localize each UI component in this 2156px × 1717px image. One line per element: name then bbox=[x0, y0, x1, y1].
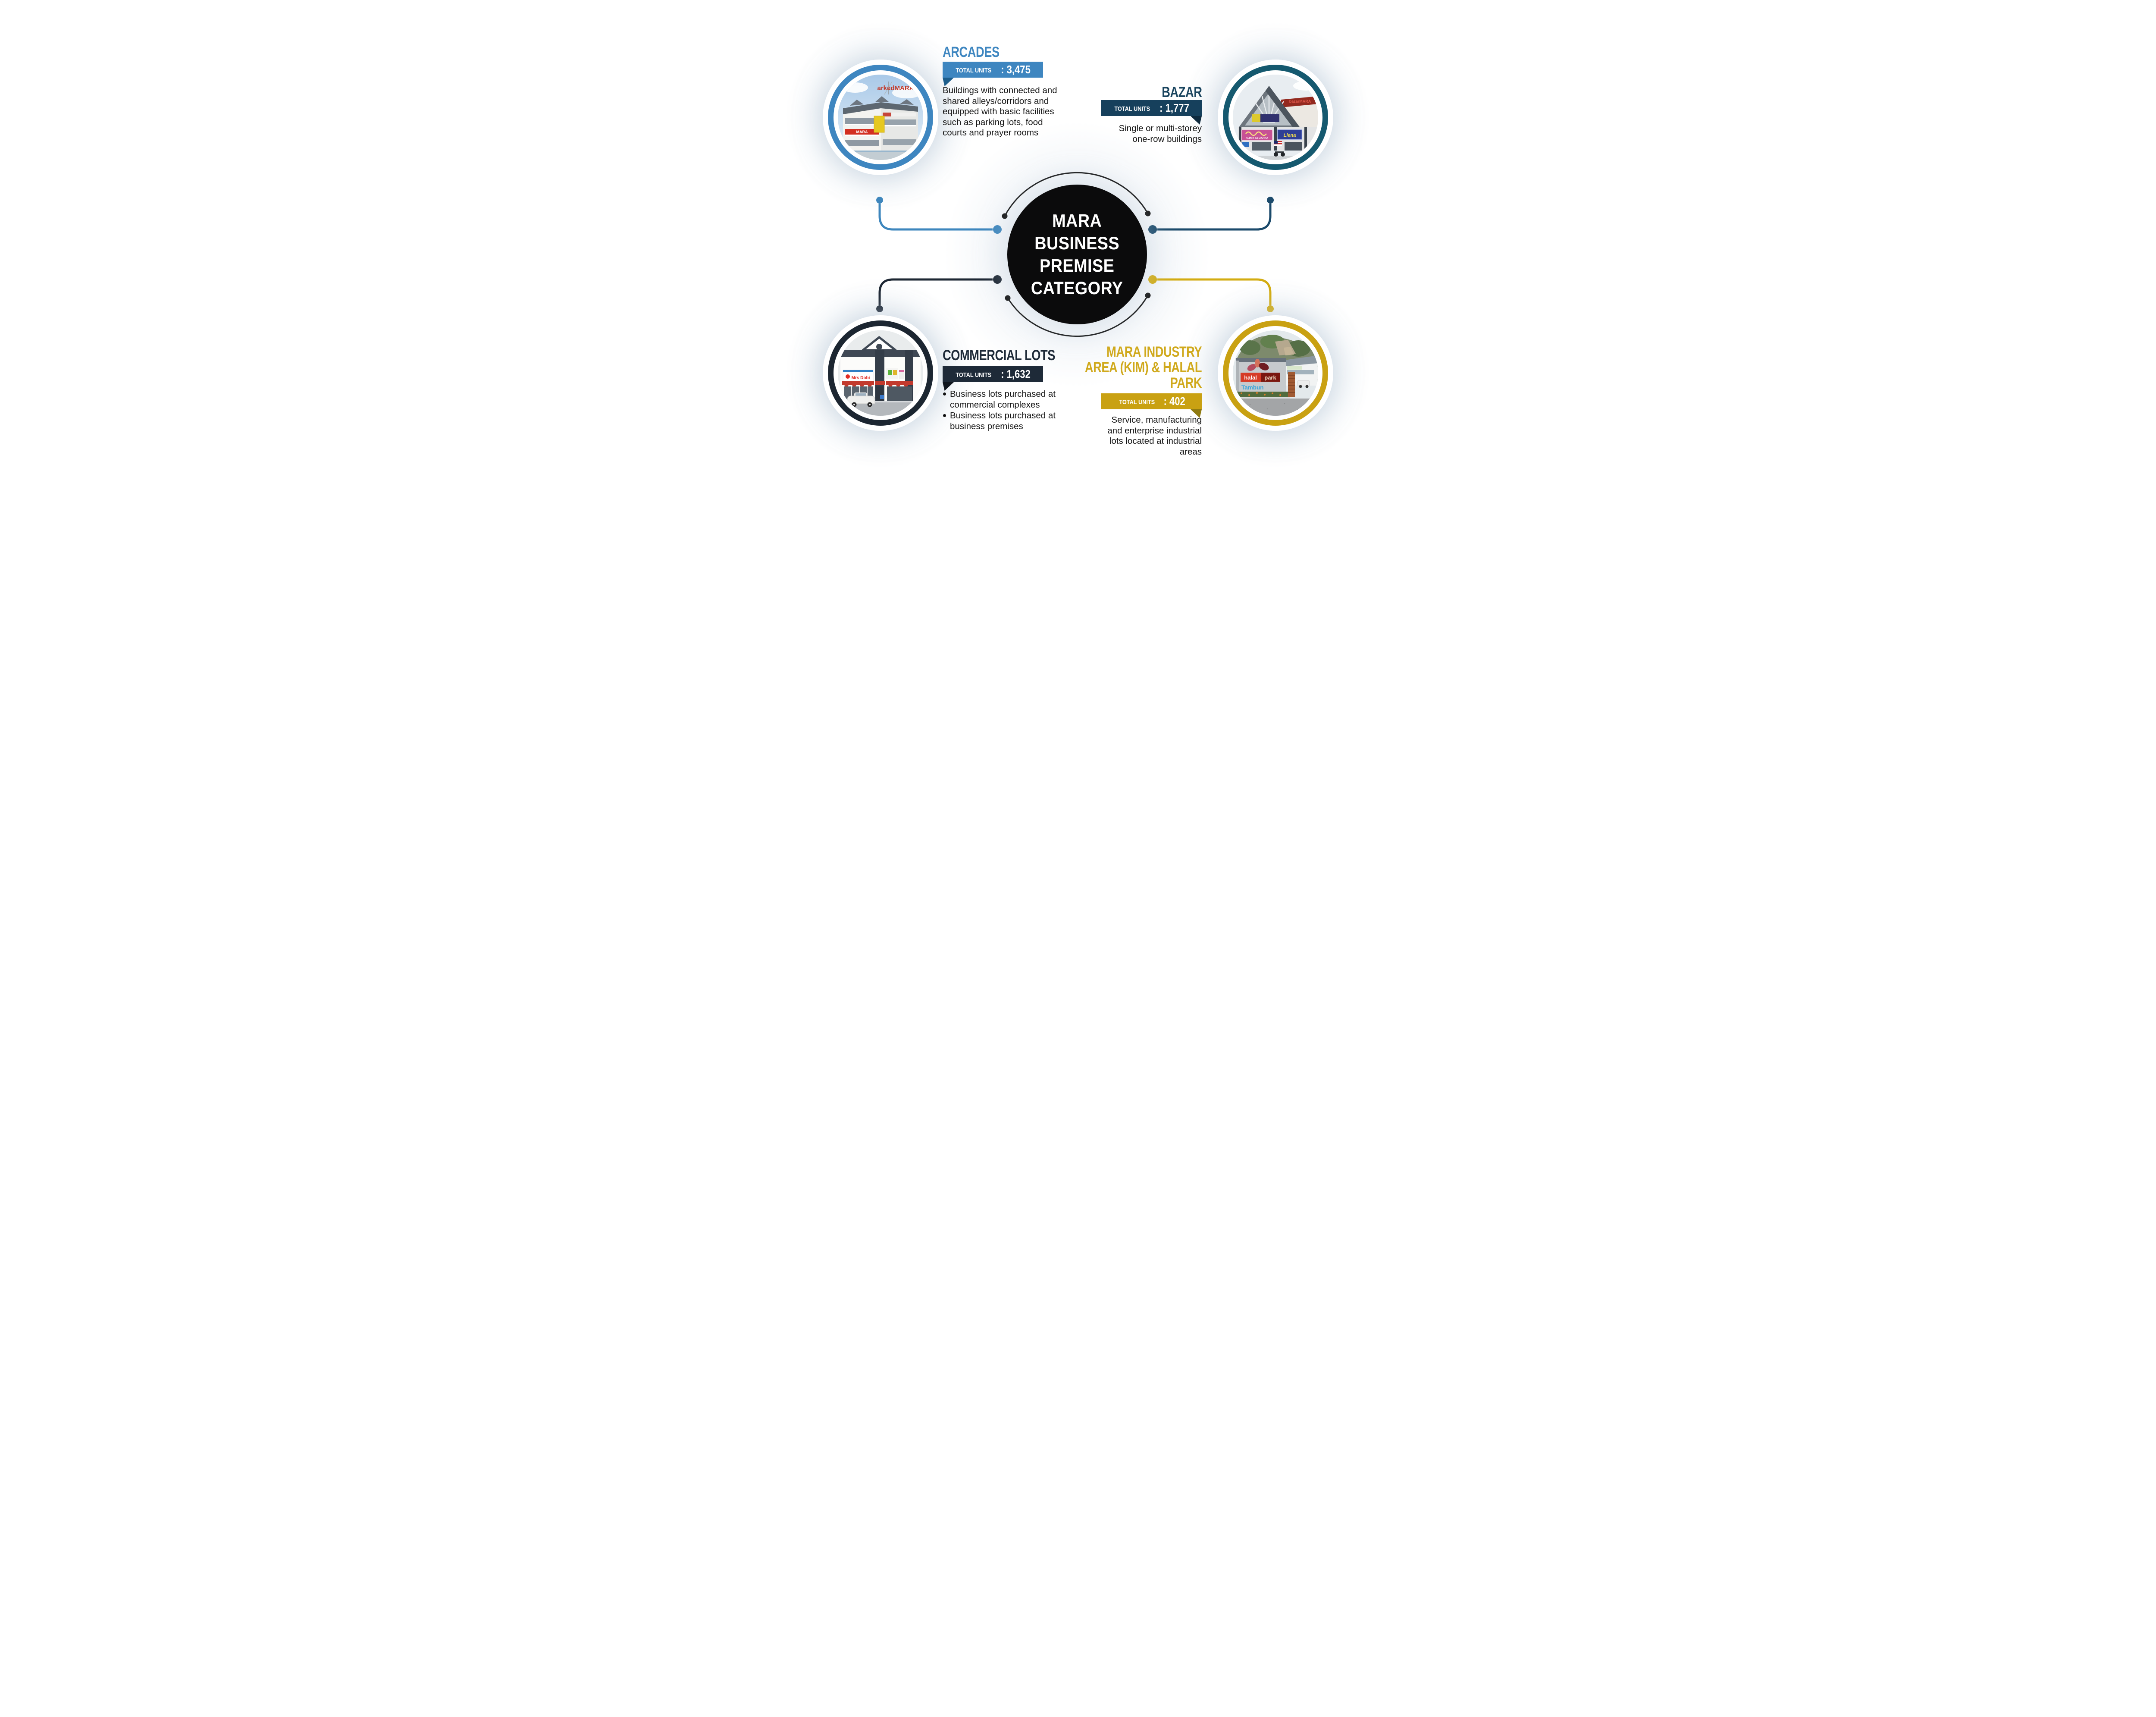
arcades-total-units-ribbon: TOTAL UNITS : 3,475 bbox=[943, 62, 1043, 78]
infographic-canvas: arkedMARA MARA bbox=[740, 0, 1416, 482]
connector-lines bbox=[876, 172, 1274, 337]
industry-total-units-value: : 402 bbox=[1163, 395, 1185, 408]
commercial-connector-end-dot bbox=[876, 305, 883, 312]
commercial-title: COMMERCIAL LOTS bbox=[943, 347, 1055, 364]
bazar-description: Single or multi-storey one-row buildings bbox=[1119, 123, 1202, 144]
arcades-title: ARCADES bbox=[943, 44, 1000, 60]
industry-connector-end-dot bbox=[1267, 305, 1274, 312]
arcades-photo-circle: arkedMARA MARA bbox=[828, 65, 933, 170]
arcades-description: Buildings with connected and shared alle… bbox=[943, 85, 1057, 138]
commercial-bullet-text: Business lots purchased at commercial co… bbox=[950, 389, 1056, 410]
commercial-connector-hub-dot bbox=[993, 275, 1002, 284]
industry-total-units-label: TOTAL UNITS bbox=[1119, 398, 1155, 406]
commercial-shop-sign-text: Mrs Dobi bbox=[852, 376, 870, 380]
arcades-connector-hub-dot bbox=[993, 225, 1002, 234]
bazar-total-units-ribbon: TOTAL UNITS : 1,777 bbox=[1101, 100, 1202, 116]
industry-total-units-ribbon: TOTAL UNITS : 402 bbox=[1101, 393, 1202, 409]
industry-description: Service, manufacturing and enterprise in… bbox=[1107, 415, 1202, 457]
bazar-total-units-label: TOTAL UNITS bbox=[1114, 105, 1150, 113]
arcades-photo-illustration: arkedMARA MARA bbox=[838, 75, 923, 160]
bazar-photo: bazarMARA KLINIK AZ-ZAHRA bbox=[1233, 75, 1318, 160]
arcades-band-sign-text: MARA bbox=[856, 130, 868, 134]
industry-connector bbox=[1157, 278, 1272, 305]
commercial-bullet-list: Business lots purchased at commercial co… bbox=[943, 389, 1085, 432]
commercial-total-units-label: TOTAL UNITS bbox=[956, 371, 991, 379]
bullet-dot bbox=[943, 414, 946, 417]
commercial-bullet-item: Business lots purchased at commercial co… bbox=[943, 389, 1085, 410]
commercial-photo-circle: Mrs Dobi bbox=[828, 320, 933, 426]
center-title: MARA BUSINESS PREMISE CATEGORY bbox=[1031, 210, 1123, 298]
top-arc-right-dot bbox=[1145, 210, 1151, 217]
bazar-total-units-value: : 1,777 bbox=[1159, 101, 1190, 114]
arcades-total-units-label: TOTAL UNITS bbox=[956, 66, 991, 74]
arcades-connector bbox=[878, 204, 993, 231]
bottom-arc-right-dot bbox=[1145, 292, 1151, 298]
commercial-photo-illustration: Mrs Dobi bbox=[838, 330, 923, 416]
tambun-sign-text: Tambun bbox=[1241, 384, 1264, 391]
park-sign-text: park bbox=[1264, 374, 1276, 381]
industry-photo: halal park Tambun bbox=[1233, 330, 1318, 416]
commercial-photo: Mrs Dobi bbox=[838, 330, 923, 416]
commercial-total-units-value: : 1,632 bbox=[1001, 367, 1031, 380]
bazar-klinik-sign-text: KLINIK AZ-ZAHRA bbox=[1246, 137, 1269, 140]
bazar-photo-circle: bazarMARA KLINIK AZ-ZAHRA bbox=[1223, 65, 1328, 170]
bazar-connector bbox=[1157, 204, 1272, 231]
bullet-dot bbox=[943, 392, 946, 396]
bottom-arc-left-dot bbox=[1005, 295, 1011, 301]
industry-connector-hub-dot bbox=[1148, 275, 1157, 284]
top-arc-left-dot bbox=[1002, 213, 1008, 219]
bazar-liena-sign-text: Liena bbox=[1284, 133, 1296, 138]
arcades-photo: arkedMARA MARA bbox=[838, 75, 923, 160]
bazar-photo-illustration: bazarMARA KLINIK AZ-ZAHRA bbox=[1233, 75, 1318, 160]
bazar-roof-sign-text: bazarMARA bbox=[1289, 99, 1311, 104]
arcades-total-units-value: : 3,475 bbox=[1001, 63, 1031, 76]
industry-photo-circle: halal park Tambun bbox=[1223, 320, 1328, 426]
commercial-bullet-item: Business lots purchased at business prem… bbox=[943, 411, 1085, 432]
center-node: MARA BUSINESS PREMISE CATEGORY bbox=[1007, 185, 1147, 324]
industry-photo-illustration: halal park Tambun bbox=[1233, 330, 1318, 416]
halal-sign-text: halal bbox=[1244, 374, 1257, 381]
arcades-roof-sign-text: arkedMARA bbox=[877, 85, 914, 92]
commercial-total-units-ribbon: TOTAL UNITS : 1,632 bbox=[943, 366, 1043, 382]
commercial-connector bbox=[878, 278, 993, 305]
commercial-bullet-text: Business lots purchased at business prem… bbox=[950, 411, 1056, 431]
bazar-title: BAZAR bbox=[1161, 84, 1202, 100]
bottom-arc bbox=[1007, 295, 1149, 337]
bazar-connector-hub-dot bbox=[1148, 225, 1157, 234]
arcades-connector-end-dot bbox=[876, 197, 883, 204]
top-arc bbox=[1004, 172, 1149, 217]
industry-title: MARA INDUSTRY AREA (KIM) & HALAL PARK bbox=[1084, 344, 1202, 391]
bazar-connector-end-dot bbox=[1267, 197, 1274, 204]
